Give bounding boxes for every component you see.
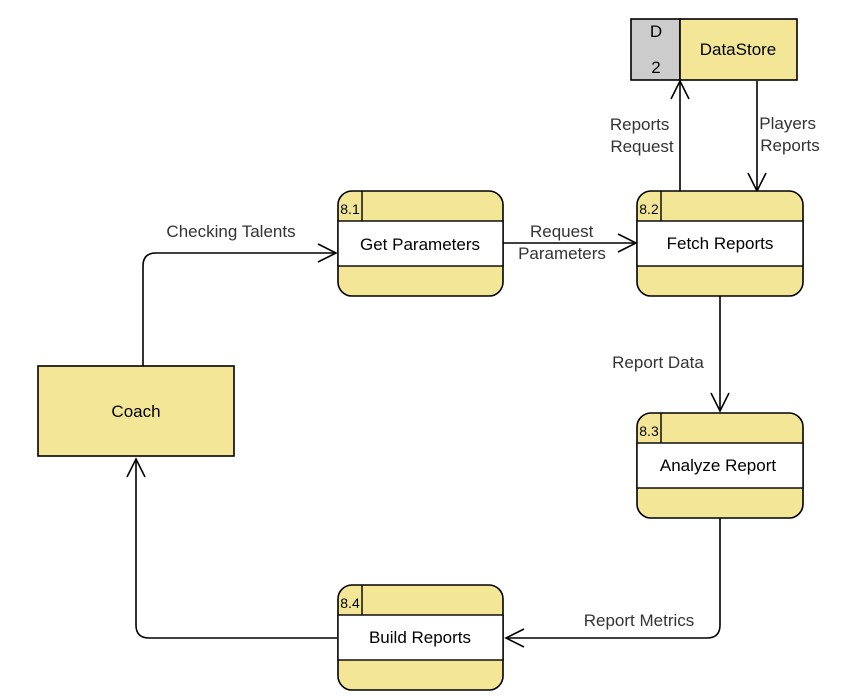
process-fetch-reports[interactable]: 8.2 Fetch Reports [636, 190, 804, 297]
flow-label-checking-talents: Checking Talents [166, 222, 295, 241]
flow-build-reports-to-coach [126, 457, 337, 639]
flow-coach-to-get-parameters [142, 243, 338, 366]
flow-analyze-report-to-build-reports [504, 518, 721, 648]
process-name: Get Parameters [360, 235, 480, 254]
process-get-parameters[interactable]: 8.1 Get Parameters [337, 190, 504, 297]
data-store-id-letter: D [650, 22, 662, 41]
flow-label-reports-request: Reports Request [610, 115, 674, 156]
process-analyze-report[interactable]: 8.3 Analyze Report [636, 412, 804, 519]
process-name: Fetch Reports [667, 234, 774, 253]
process-number: 8.2 [639, 201, 659, 217]
data-store-name: DataStore [700, 40, 777, 59]
process-name: Build Reports [369, 628, 471, 647]
flow-fetch-reports-to-analyze-report [710, 296, 730, 413]
flow-get-parameters-to-fetch-reports [503, 233, 638, 253]
process-name: Analyze Report [660, 456, 777, 475]
flow-fetch-reports-to-datastore [670, 79, 690, 191]
process-number: 8.1 [340, 201, 360, 217]
external-entity-coach[interactable]: Coach [37, 365, 235, 457]
flow-label-report-metrics: Report Metrics [584, 611, 695, 630]
process-number: 8.4 [340, 595, 360, 611]
external-entity-name: Coach [111, 402, 160, 421]
data-store-id-number: 2 [651, 58, 660, 77]
flow-label-players-reports: Players Reports [759, 114, 820, 155]
data-store-name-cell [679, 18, 798, 81]
process-number: 8.3 [639, 423, 659, 439]
flow-label-report-data: Report Data [612, 353, 704, 372]
process-build-reports[interactable]: 8.4 Build Reports [337, 584, 504, 691]
flow-label-request-parameters: Request Parameters [518, 222, 606, 263]
data-store[interactable]: D 2 DataStore [630, 18, 798, 81]
